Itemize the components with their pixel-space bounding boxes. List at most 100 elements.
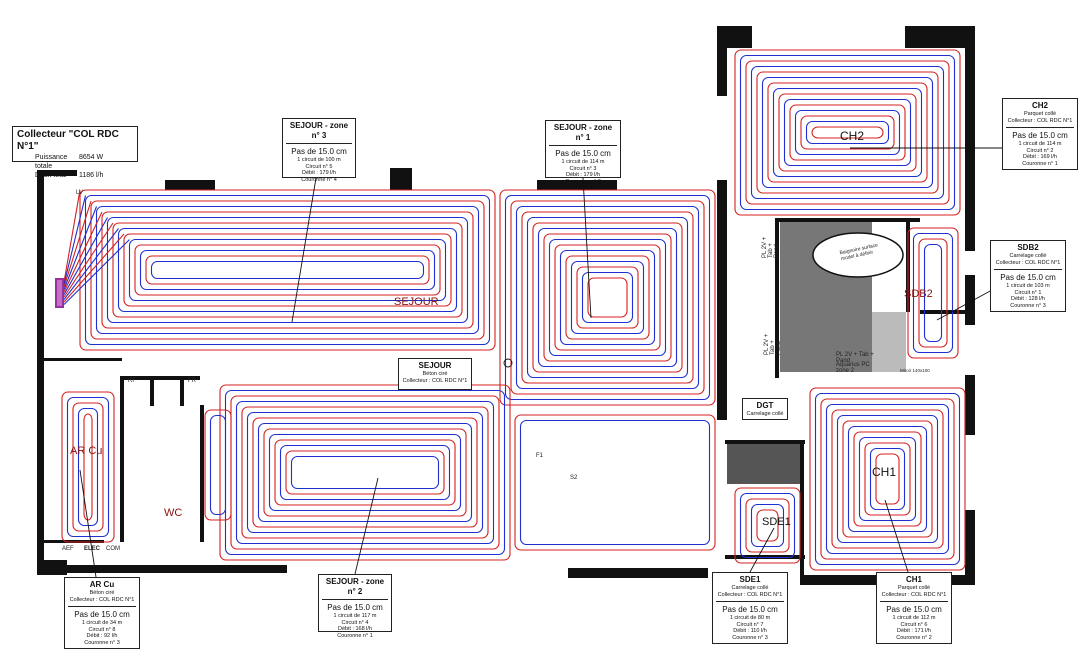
- circuit-loop: [246, 411, 484, 534]
- circuit-loop: [923, 243, 943, 343]
- circuit-loop: [79, 189, 496, 351]
- circuit-loop: [219, 384, 511, 561]
- circuit-sejour-zone1: [499, 189, 716, 406]
- zone-box-sejour1: SEJOUR - zone n° 1 Pas de 15.0 cm 1 circ…: [545, 120, 621, 185]
- circuit-loop: [570, 260, 645, 335]
- circuit-loop: [66, 396, 110, 538]
- circuit-loop: [145, 255, 430, 285]
- circuit-loop: [783, 98, 912, 167]
- circuit-loop: [106, 216, 469, 324]
- zone-detail: Débit : 128 l/h: [1011, 296, 1045, 302]
- zone-detail: Couronne n° 3: [1010, 302, 1046, 309]
- circuit-loop: [756, 509, 779, 542]
- zone-collector: Collecteur : COL RDC N°1: [717, 592, 783, 598]
- circuit-loop: [101, 211, 474, 329]
- circuit-loop: [869, 447, 906, 511]
- circuit-loop: [875, 453, 900, 505]
- zone-floor: Carrelage collé: [1009, 253, 1047, 259]
- circuit-loop: [112, 222, 463, 318]
- zone-collector: Collecteur : COL RDC N°1: [881, 592, 947, 598]
- label-pl2v-1: PL 2V + Tab + Pand: [762, 236, 780, 258]
- zone-floor: Carrelage collé: [731, 585, 769, 591]
- circuit-loop: [510, 200, 705, 395]
- circuit-loop: [767, 82, 928, 183]
- circuit-loop: [794, 109, 901, 156]
- circuit-loop: [581, 271, 634, 324]
- circuit-loop: [811, 126, 884, 139]
- zone-detail: Débit : 179 l/h: [566, 172, 600, 178]
- circuit-loop: [853, 431, 922, 527]
- label-lv: LV: [76, 190, 83, 196]
- zone-floor: Parquet collé: [897, 585, 931, 591]
- leader-lines: [79, 147, 1012, 578]
- circuit-loop: [805, 120, 890, 145]
- room-label-wc: WC: [164, 507, 183, 519]
- circuit-loop: [734, 487, 801, 564]
- circuit-loop: [521, 211, 694, 384]
- room-box-sejour: SEJOUR Béton ciré Collecteur : COL RDC N…: [398, 358, 472, 390]
- circuit-loop: [559, 249, 656, 346]
- zone-detail: Couronne n° 4: [301, 176, 337, 183]
- circuit-loop: [565, 255, 650, 340]
- circuit-loop: [789, 104, 906, 161]
- circuit-loop: [809, 387, 966, 571]
- circuit-loop: [117, 227, 458, 313]
- circuit-loop: [847, 425, 928, 533]
- zone-title: SDB2: [1017, 243, 1039, 252]
- circuit-loop: [543, 233, 672, 362]
- zone-detail: Circuit n° 3: [569, 165, 597, 172]
- circuit-loop: [750, 65, 945, 200]
- circuit-loop: [257, 422, 473, 523]
- feed-line: [63, 200, 92, 288]
- circuit-loop: [548, 238, 667, 357]
- circuit-sdb2: [907, 227, 959, 359]
- zone-box-sdb2: SDB2 Carrelage collé Collecteur : COL RD…: [990, 240, 1066, 312]
- circuit-loop: [139, 249, 436, 291]
- circuit-loop: [745, 498, 790, 553]
- circuit-ar-cu: [61, 391, 115, 543]
- zone-detail: Débit : 171 l/h: [897, 628, 931, 634]
- circuit-loop: [514, 414, 716, 551]
- zone-detail: Couronne n° 3: [84, 639, 120, 646]
- label-elec: ELEC: [84, 546, 101, 552]
- room-label-sdb2: SDB2: [904, 288, 933, 300]
- zone-detail: 1 circuit de 117 m: [333, 613, 377, 619]
- room-box-title: SEJOUR: [418, 361, 452, 370]
- circuit-ch1: [809, 387, 966, 571]
- collector-flow-row: Débit total 1186 l/h: [17, 171, 133, 180]
- circuit-ch2: [734, 49, 961, 216]
- zone-box-ch1: CH1 Parquet collé Collecteur : COL RDC N…: [876, 572, 952, 644]
- feed-line: [63, 217, 108, 295]
- room-box-dgt: DGT Carrelage collé: [742, 398, 788, 420]
- label-pl2v-2: PL 2V + Tab + Pand: [764, 333, 782, 355]
- zone-pitch: Pas de 15.0 cm: [1006, 127, 1074, 141]
- zone-detail: Débit : 168 l/h: [338, 626, 372, 632]
- circuit-loop: [864, 442, 911, 516]
- zone-detail: 1 circuit de 34 m: [81, 620, 123, 626]
- circuit-loop: [134, 244, 441, 296]
- circuit-loop: [814, 392, 961, 566]
- zone-pitch: Pas de 15.0 cm: [286, 143, 352, 157]
- circuit-loop: [279, 444, 451, 501]
- zone-title: SDE1: [739, 575, 761, 584]
- circuit-loop: [778, 93, 917, 172]
- label-pl2v-3: PL 2V + Tab + Pand: [836, 352, 874, 364]
- circuit-loop: [83, 413, 93, 521]
- circuit-loop: [290, 455, 440, 490]
- circuit-loop: [761, 76, 934, 189]
- room-box-collector: Collecteur : COL RDC N°1: [402, 378, 468, 384]
- circuit-loop: [858, 436, 917, 522]
- zone-detail: Circuit n° 4: [341, 619, 369, 626]
- circuit-loop: [77, 407, 99, 527]
- feed-line: [63, 228, 119, 300]
- zone-collector: Collecteur : COL RDC N°1: [69, 597, 135, 603]
- circuit-loop: [825, 403, 950, 555]
- room-box-floor: Carrelage collé: [746, 411, 784, 417]
- circuit-loop: [241, 406, 489, 539]
- zone-detail: Couronne n° 2: [896, 634, 932, 641]
- zone-title: SEJOUR - zone n° 3: [289, 121, 349, 140]
- zone-title: SEJOUR - zone n° 1: [553, 123, 613, 142]
- circuit-loop: [526, 216, 689, 379]
- zone-detail: Débit : 110 l/h: [733, 628, 767, 634]
